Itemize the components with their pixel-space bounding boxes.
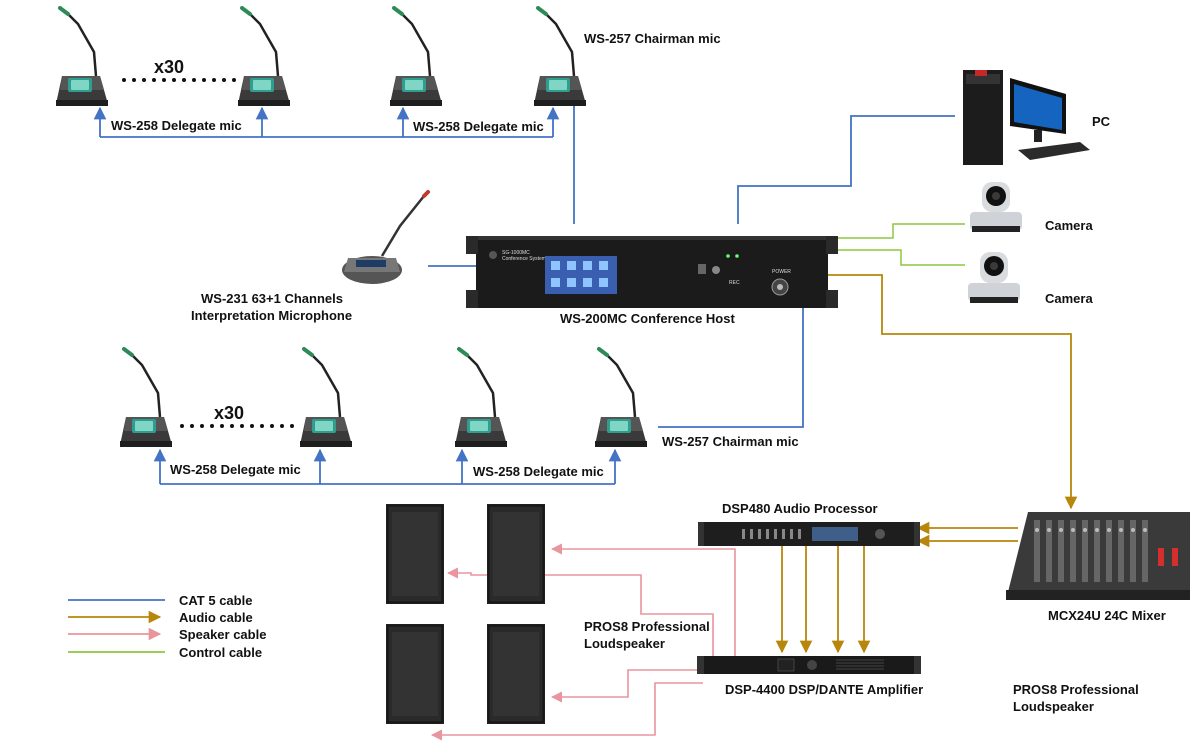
label-count-top: x30: [154, 57, 184, 77]
label-speaker-right-line1: PROS8 Professional: [1013, 682, 1139, 697]
label-interp-line1: WS-231 63+1 Channels: [201, 291, 343, 306]
bottom-delegate-mic-1: [118, 347, 174, 449]
label-chairman-top: WS-257 Chairman mic: [584, 31, 721, 46]
conference-host: SG-1000MC Conference System Controller R…: [466, 236, 838, 308]
host-model-text: SG-1000MC: [502, 250, 530, 256]
label-delegate-top-left: WS-258 Delegate mic: [111, 118, 242, 133]
interpretation-microphone: [342, 190, 430, 284]
label-chairman-bottom: WS-257 Chairman mic: [662, 434, 799, 449]
camera-1: [970, 182, 1022, 232]
mcx24u-mixer: [1006, 512, 1190, 600]
speaker-1: [385, 503, 445, 605]
bottom-delegate-mic-3: [453, 347, 509, 449]
pc-computer: [963, 70, 1090, 165]
bottom-delegate-mic-2: [298, 347, 354, 449]
legend-label-audio: Audio cable: [179, 610, 253, 625]
speaker-3: [385, 623, 445, 725]
legend-label-speaker: Speaker cable: [179, 627, 266, 642]
bottom-dots: [180, 424, 294, 428]
camera-2: [968, 252, 1020, 303]
label-mixer: MCX24U 24C Mixer: [1048, 608, 1166, 623]
speaker-4: [486, 623, 546, 725]
label-dsp480: DSP480 Audio Processor: [722, 501, 878, 516]
audio-cables: [775, 274, 1078, 654]
dsp480-audio-processor: [698, 522, 920, 546]
label-delegate-bottom-right: WS-258 Delegate mic: [473, 464, 604, 479]
legend-lines: [68, 599, 165, 653]
label-camera-1: Camera: [1045, 218, 1093, 233]
speaker-2: [486, 503, 546, 605]
label-delegate-top-right: WS-258 Delegate mic: [413, 119, 544, 134]
label-pc: PC: [1092, 114, 1111, 129]
dsp4400-amplifier: [697, 656, 921, 674]
label-host: WS-200MC Conference Host: [560, 311, 735, 326]
label-camera-2: Camera: [1045, 291, 1093, 306]
top-delegate-mic-2: [236, 6, 292, 108]
label-amplifier: DSP-4400 DSP/DANTE Amplifier: [725, 682, 923, 697]
legend-label-cat5: CAT 5 cable: [179, 593, 252, 608]
label-speaker-mid-line1: PROS8 Professional: [584, 619, 710, 634]
host-power-text: POWER: [772, 269, 791, 275]
label-interp-line2: Interpretation Microphone: [191, 308, 352, 323]
host-subtitle-text: Conference System Controller: [502, 256, 569, 262]
label-speaker-mid-line2: Loudspeaker: [584, 636, 665, 651]
cat5-cables: [93, 100, 955, 485]
top-delegate-mic-3: [388, 6, 444, 108]
label-delegate-bottom-left: WS-258 Delegate mic: [170, 462, 301, 477]
top-delegate-mic-1: [54, 6, 110, 108]
control-cables: [827, 223, 965, 266]
bottom-chairman-mic: [593, 347, 649, 449]
label-speaker-right-line2: Loudspeaker: [1013, 699, 1094, 714]
top-chairman-mic: [532, 6, 588, 108]
top-dots: [122, 78, 236, 82]
legend-label-control: Control cable: [179, 645, 262, 660]
label-count-bottom: x30: [214, 403, 244, 423]
host-rec-text: REC: [729, 280, 740, 286]
speaker-cables: [430, 543, 736, 741]
